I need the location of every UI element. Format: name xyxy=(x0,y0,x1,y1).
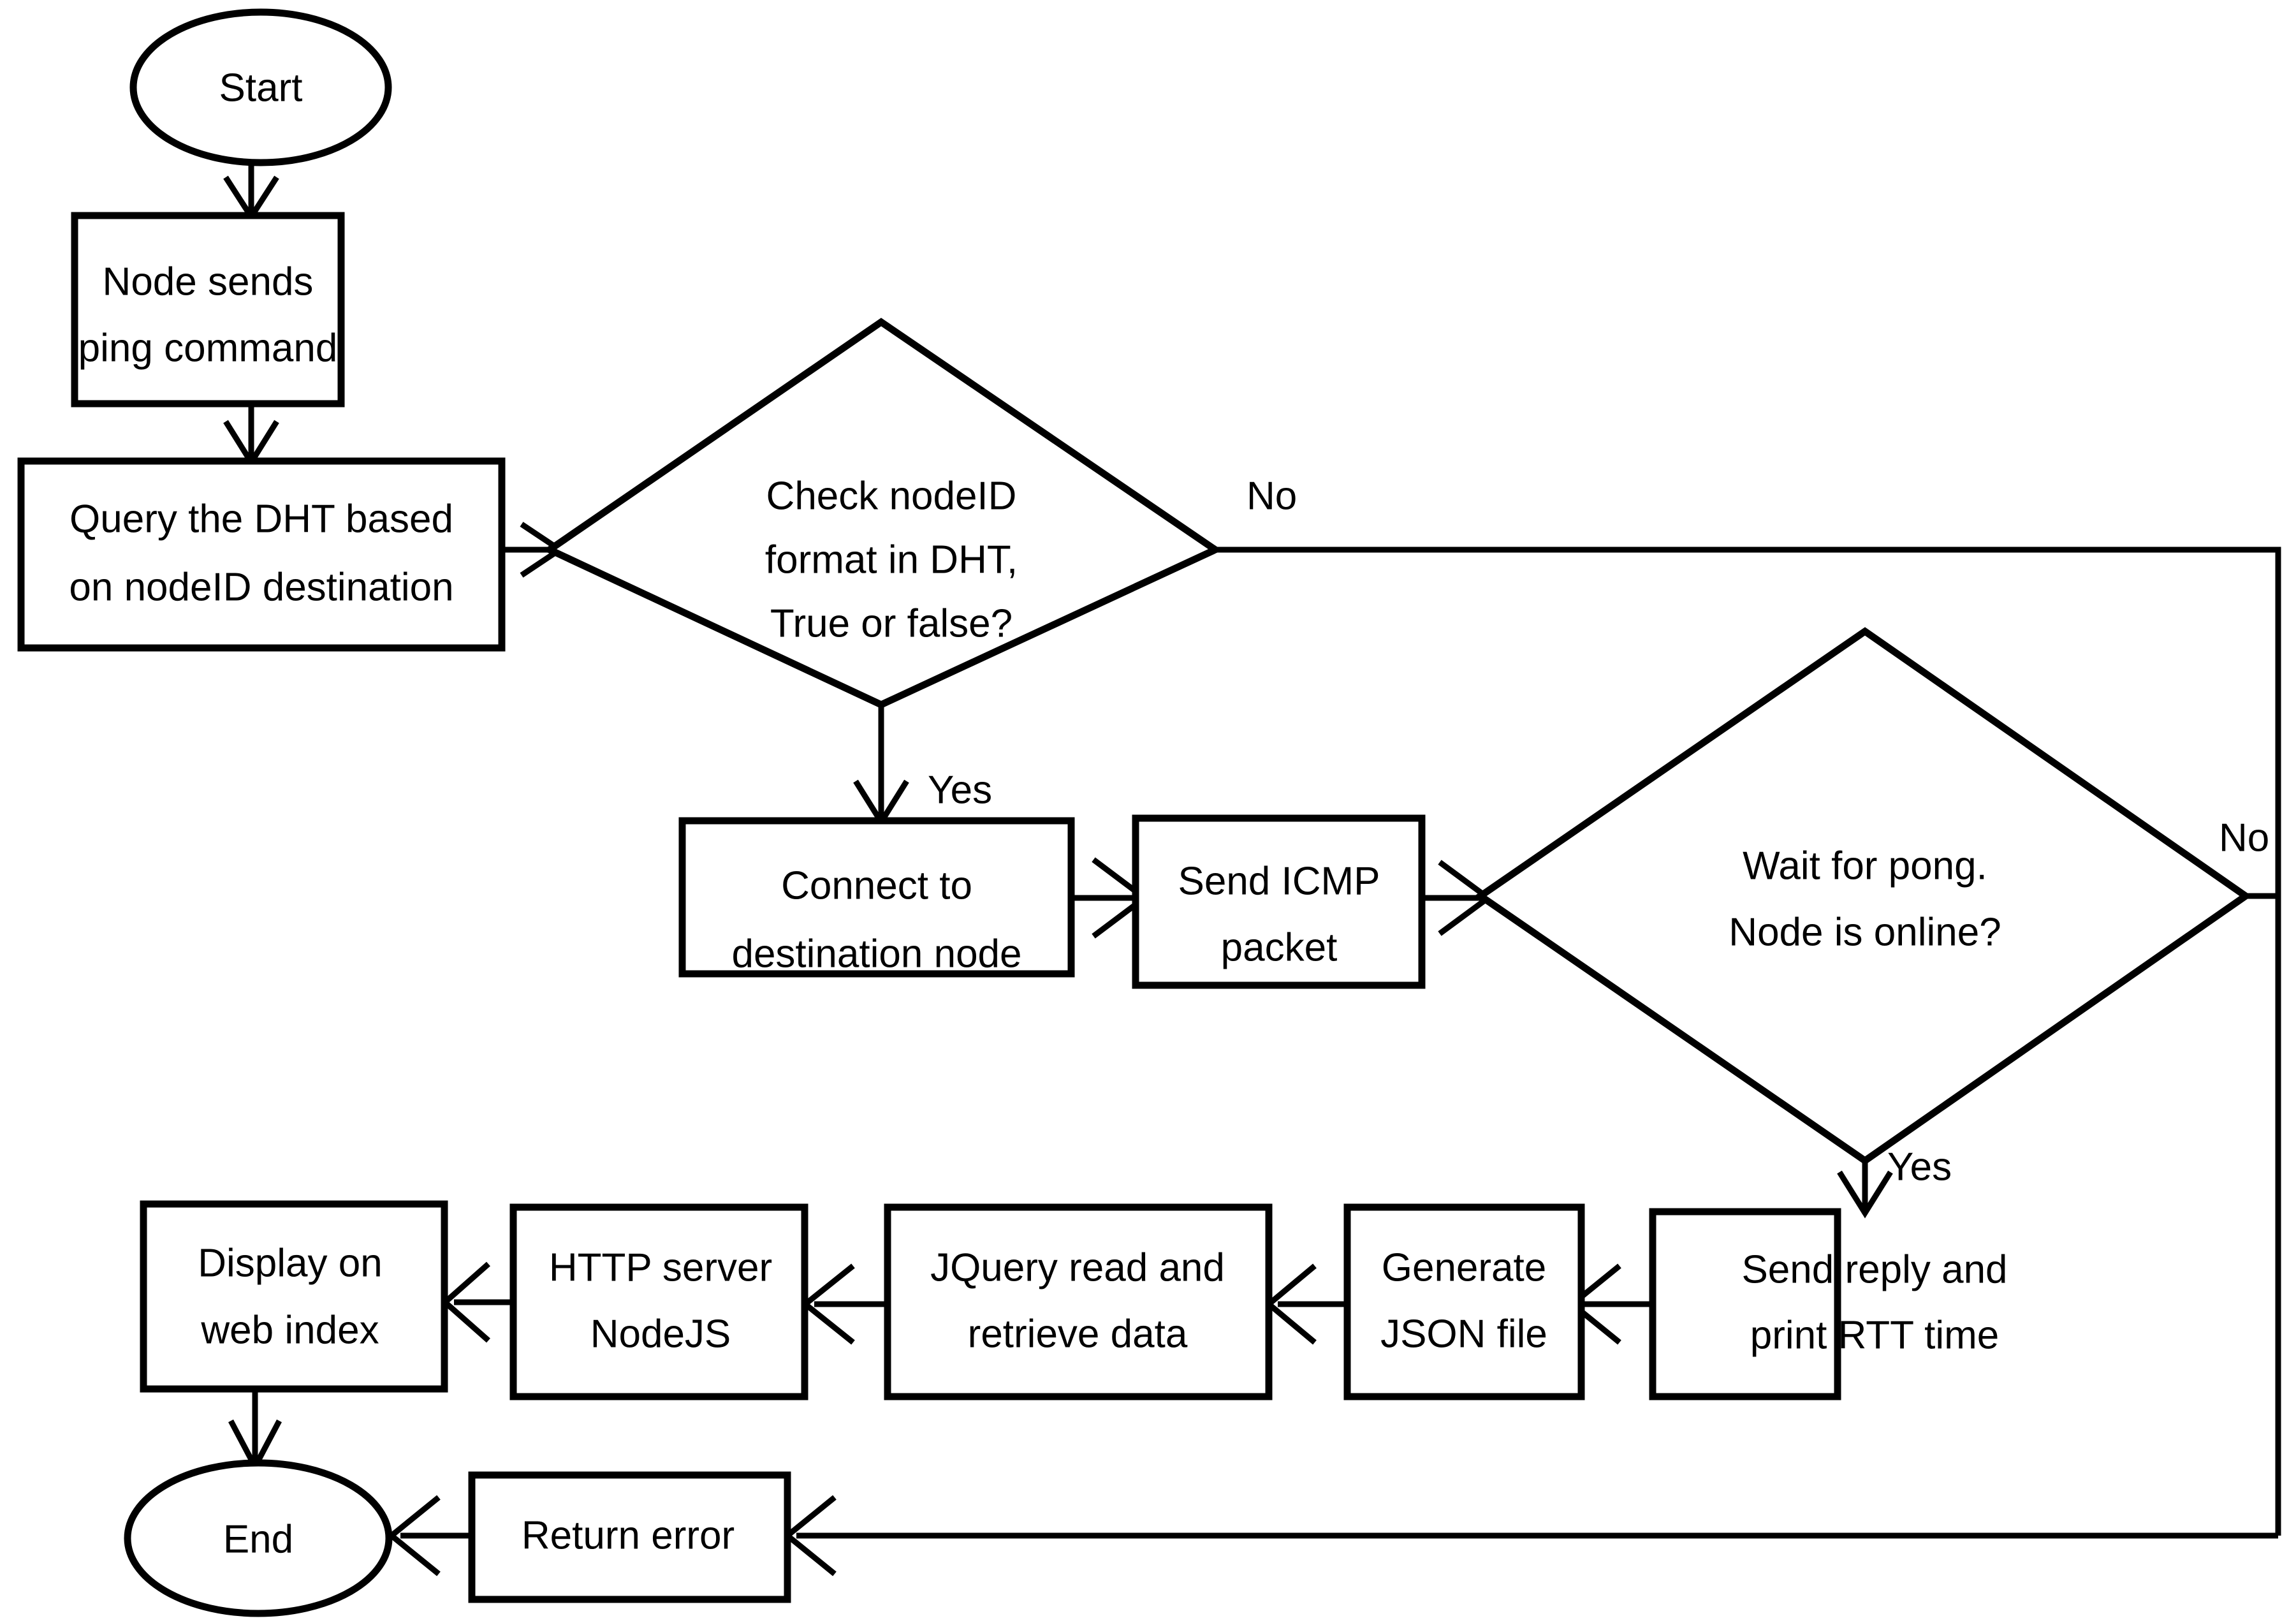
node-end-label: End xyxy=(223,1517,293,1561)
node-http-server-line1: HTTP server xyxy=(549,1245,772,1289)
node-jquery-read-line2: retrieve data xyxy=(968,1312,1188,1356)
node-start-label: Start xyxy=(219,66,303,110)
node-send-reply-line1: Send reply and xyxy=(1741,1247,2007,1291)
node-http-server[interactable]: HTTP server NodeJS xyxy=(509,1203,808,1400)
node-connect-dest[interactable]: Connect to destination node xyxy=(678,817,1075,978)
node-display-web[interactable]: Display on web index xyxy=(140,1200,448,1393)
node-end[interactable]: End xyxy=(124,1459,393,1617)
edge-node-sends-ping-to-query-dht xyxy=(223,404,279,468)
edge-label-pong-no: No xyxy=(2219,816,2269,860)
node-generate-json[interactable]: Generate JSON file xyxy=(1343,1203,1585,1400)
edge-label-pong-yes: Yes xyxy=(1887,1145,1952,1189)
node-send-icmp-line2: packet xyxy=(1221,925,1338,969)
node-check-nodeid-line3: True or false? xyxy=(770,601,1013,645)
node-query-dht-line2: on nodeID destination xyxy=(69,565,453,609)
edge-start-to-node-sends-ping xyxy=(223,159,279,223)
node-check-nodeid-line2: format in DHT, xyxy=(765,538,1018,582)
edge-jquery-read-to-http-server xyxy=(800,1263,888,1345)
node-generate-json-line2: JSON file xyxy=(1380,1312,1547,1356)
edge-wait-pong-yes xyxy=(1837,1161,1893,1219)
node-return-error[interactable]: Return error xyxy=(468,1471,791,1603)
node-wait-pong-line2: Node is online? xyxy=(1729,910,2001,954)
node-send-icmp[interactable]: Send ICMP packet xyxy=(1132,814,1426,989)
node-wait-pong[interactable]: Wait for pong. Node is online? xyxy=(1474,627,2252,1165)
node-display-web-line2: web index xyxy=(200,1308,379,1352)
edge-check-nodeid-yes xyxy=(853,705,909,828)
node-jquery-read-line1: JQuery read and xyxy=(930,1245,1225,1289)
edge-return-error-to-end xyxy=(386,1495,472,1576)
node-connect-dest-line1: Connect to xyxy=(781,863,972,907)
node-send-icmp-line1: Send ICMP xyxy=(1178,859,1380,903)
node-query-dht-line1: Query the DHT based xyxy=(69,497,453,541)
edge-check-nodeid-no xyxy=(1215,547,2281,1536)
node-check-nodeid-line1: Check nodeID xyxy=(766,474,1017,518)
node-node-sends-ping[interactable]: Node sends ping command xyxy=(71,212,345,408)
node-connect-dest-line2: destination node xyxy=(731,932,1021,976)
node-http-server-line2: NodeJS xyxy=(590,1312,731,1356)
node-check-nodeid[interactable]: Check nodeID format in DHT, True or fals… xyxy=(542,318,1223,709)
node-wait-pong-line1: Wait for pong. xyxy=(1743,844,1987,888)
edge-right-rail-to-return-error xyxy=(782,1495,2278,1576)
edge-display-web-to-end xyxy=(228,1389,282,1473)
node-start[interactable]: Start xyxy=(129,8,392,166)
edge-label-check-yes: Yes xyxy=(928,768,992,812)
node-return-error-label: Return error xyxy=(522,1513,735,1557)
node-display-web-line1: Display on xyxy=(198,1241,382,1285)
node-send-reply-line2: print RTT time xyxy=(1750,1313,1999,1357)
node-send-reply[interactable]: Send reply and print RTT time xyxy=(1649,1208,2008,1400)
node-generate-json-line1: Generate xyxy=(1382,1245,1547,1289)
edge-http-server-to-display-web xyxy=(441,1261,513,1343)
node-node-sends-ping-line1: Node sends xyxy=(103,260,314,304)
node-query-dht[interactable]: Query the DHT based on nodeID destinatio… xyxy=(17,457,506,652)
edge-generate-json-to-jquery-read xyxy=(1264,1263,1347,1345)
node-node-sends-ping-line2: ping command xyxy=(78,326,338,370)
node-jquery-read[interactable]: JQuery read and retrieve data xyxy=(884,1203,1273,1400)
edge-label-check-no: No xyxy=(1247,474,1297,518)
